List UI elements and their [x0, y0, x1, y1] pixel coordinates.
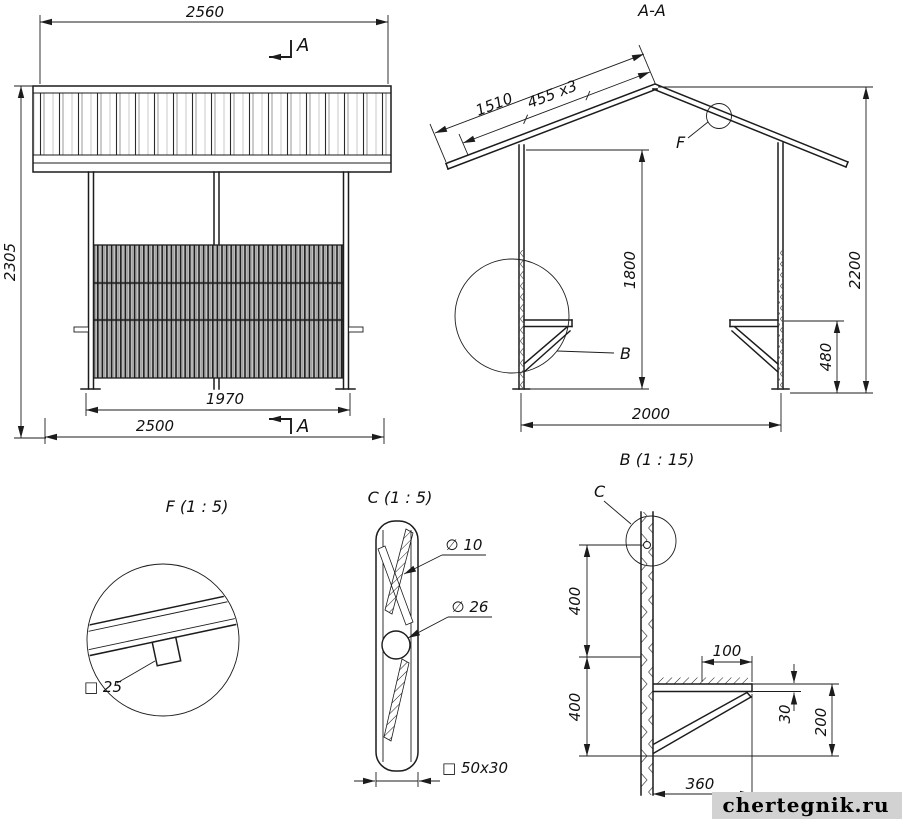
- detail-b-title: B (1 : 15): [620, 450, 695, 469]
- hole-10: [643, 541, 651, 549]
- detail-c-view: C (1 : 5) ∅ 10 ∅ 26 □ 50x30: [354, 488, 508, 787]
- section-title: A-A: [637, 1, 666, 20]
- lower-brace-hatched: [383, 658, 410, 742]
- detail-b-view: B (1 : 15) C: [566, 450, 839, 801]
- section-cut-markers: A A: [269, 35, 309, 437]
- section-posts: [512, 142, 790, 390]
- watermark: chertegnik.ru: [712, 792, 902, 819]
- dim-slope-length: 1510: [473, 89, 515, 119]
- front-back-panel: [93, 244, 344, 379]
- front-roof: [32, 85, 392, 173]
- detail-f-boundary: [86, 563, 240, 717]
- detail-c-annotations: ∅ 10 ∅ 26 □ 50x30: [354, 536, 508, 787]
- section-view: A-A: [429, 1, 873, 432]
- dim-span: 2000: [632, 405, 670, 423]
- detail-c-post: [375, 520, 419, 772]
- dim-hole-small: ∅ 10: [446, 536, 483, 554]
- back-panel-slats: [93, 244, 344, 379]
- dim-bracket-length: 360: [686, 775, 715, 793]
- dim-front-width-top: 2560: [186, 3, 224, 21]
- dim-seat-depth: 100: [713, 642, 742, 660]
- front-view: 2560 2305 1970 2500 A A: [1, 3, 392, 444]
- roof-outline: [32, 85, 392, 173]
- detail-f-content: [88, 589, 238, 667]
- watermark-background: [712, 792, 902, 819]
- front-bench-stubs: [73, 326, 364, 333]
- dim-seat-thickness: 30: [776, 704, 794, 723]
- detail-circle-f: [706, 103, 732, 129]
- upper-brace-hatched: [384, 528, 414, 615]
- watermark-text: chertegnik.ru: [723, 793, 890, 817]
- detail-f-title: F (1 : 5): [166, 497, 229, 516]
- dim-square-tube: □ 25: [84, 678, 122, 696]
- roof-corrugation: [34, 93, 390, 155]
- detail-f-view: F (1 : 5) □ 25: [84, 497, 240, 717]
- section-marker-a-top: A: [296, 35, 309, 56]
- dim-front-width-bottom: 2500: [136, 417, 174, 435]
- hole-26: [381, 630, 411, 660]
- section-benches: [522, 319, 780, 374]
- dim-front-panel-width: 1970: [206, 390, 244, 408]
- dim-clear-height: 1800: [621, 251, 639, 289]
- dim-hole-large: ∅ 26: [452, 598, 489, 616]
- detail-label-b: B: [620, 344, 631, 363]
- detail-label-f: F: [676, 133, 686, 152]
- detail-b-seat: [652, 677, 753, 755]
- detail-c-title: C (1 : 5): [368, 488, 433, 507]
- detail-circle-b: [454, 258, 570, 374]
- dim-front-height: 2305: [1, 243, 19, 281]
- dim-bench-height: 480: [817, 343, 835, 372]
- dim-total-height: 2200: [846, 251, 864, 289]
- section-dimensions: 1510 455 x3 1800 2000 2200 480: [429, 44, 873, 432]
- front-dimensions: 2560 2305 1970 2500: [1, 3, 389, 444]
- detail-label-c: C: [594, 482, 606, 501]
- detail-b-post: [640, 511, 654, 796]
- dim-lower-spacing: 400: [566, 693, 584, 722]
- detail-b-dimensions: 400 400 100 30 200 360: [566, 544, 839, 801]
- dim-bracket-height: 200: [812, 708, 830, 737]
- dim-sheet-step: 455 x3: [525, 77, 580, 112]
- dim-profile: □ 50x30: [442, 759, 508, 777]
- dim-upper-spacing: 400: [566, 587, 584, 616]
- square-tube-section: [151, 636, 182, 667]
- section-marker-a-bottom: A: [296, 416, 309, 437]
